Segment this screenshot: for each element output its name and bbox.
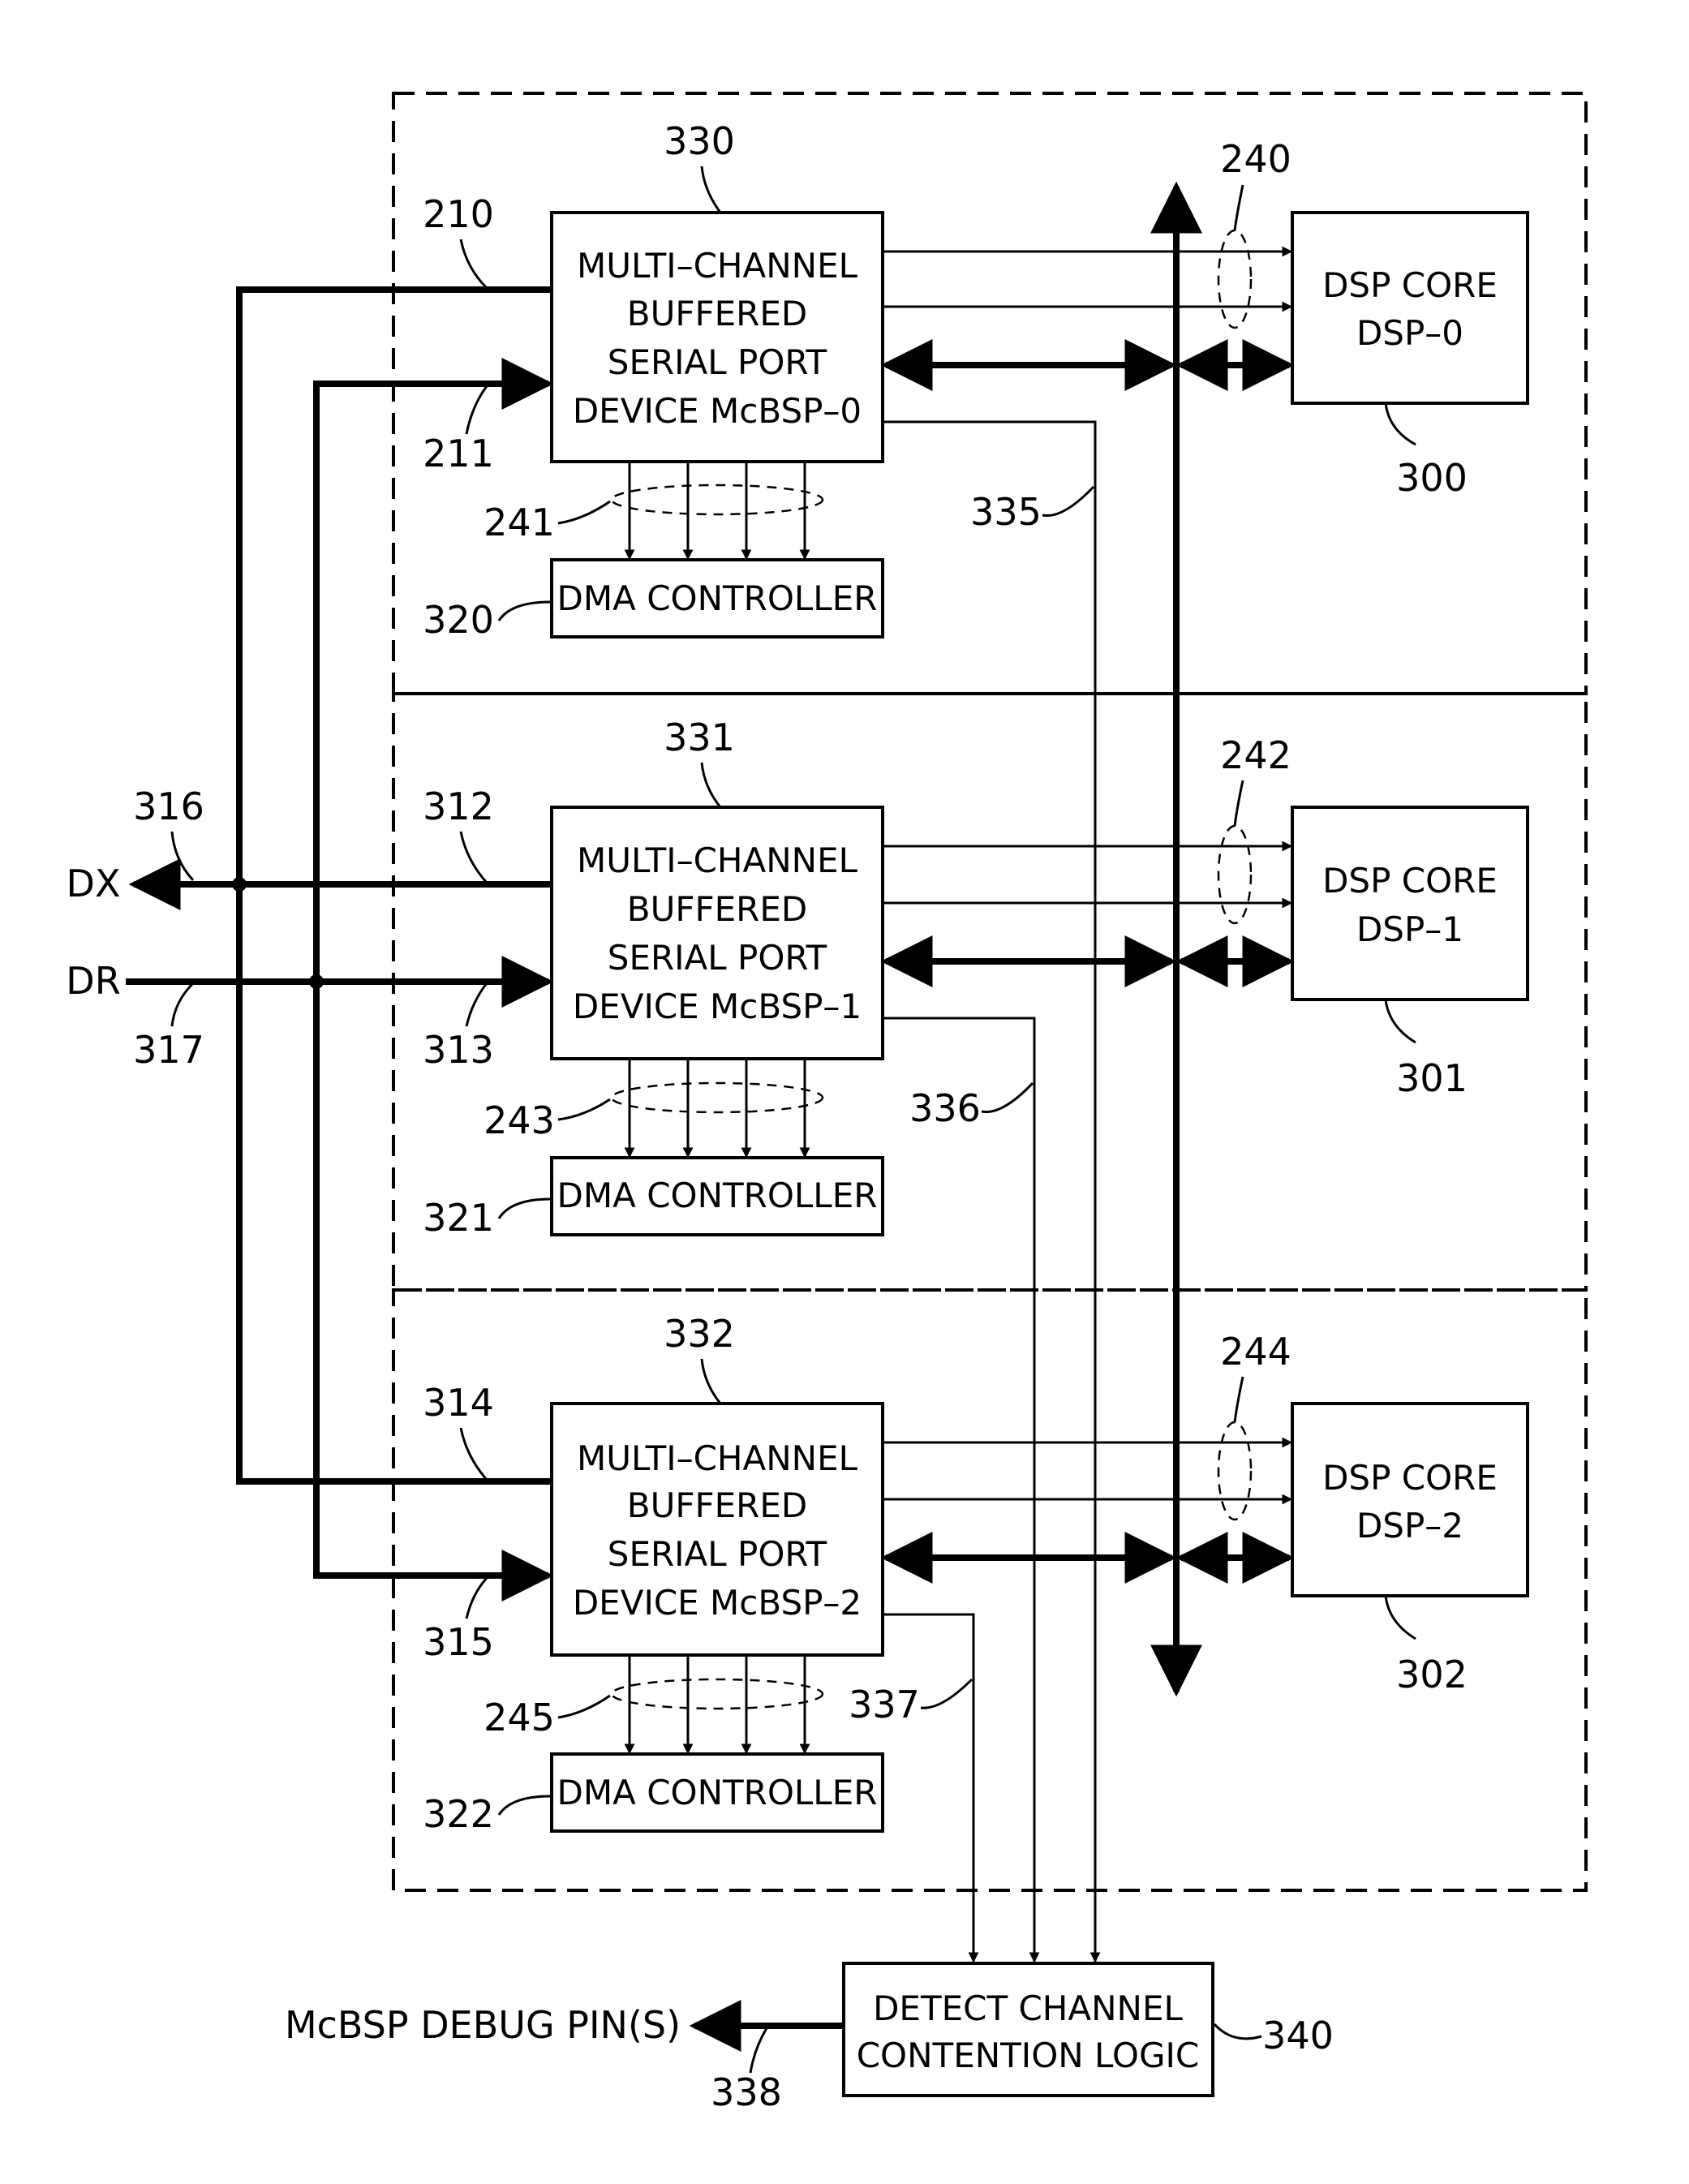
dma-block-1: DMA CONTROLLER [552,1158,883,1235]
mcbsp-2-line-3: SERIAL PORT [608,1534,827,1574]
dma-0-label: DMA CONTROLLER [557,578,878,618]
ref-335: 335 [970,490,1042,534]
dsp-0-line-1: DSP CORE [1322,265,1498,305]
mcbsp-0-line-1: MULTI–CHANNEL [577,246,858,286]
ref-315: 315 [423,1620,494,1664]
debug-pins-label: McBSP DEBUG PIN(S) [285,2003,681,2047]
dsp-1-line-2: DSP–1 [1356,909,1463,949]
dsp-block-0: DSP CORE DSP–0 [1292,213,1528,403]
mcbsp-0-line-2: BUFFERED [627,294,807,333]
ref-332: 332 [664,1312,735,1356]
ref-331: 331 [664,716,735,759]
mcbsp-0-line-4: DEVICE McBSP–0 [573,391,862,431]
ref-300: 300 [1396,456,1468,500]
dma-block-2: DMA CONTROLLER [552,1754,883,1831]
dx-label: DX [67,862,121,905]
ref-336: 336 [909,1086,981,1130]
mcbsp-0-line-3: SERIAL PORT [608,342,827,382]
ref-330: 330 [664,119,735,163]
ref-317: 317 [133,1028,204,1072]
mcbsp-block-2: MULTI–CHANNEL BUFFERED SERIAL PORT DEVIC… [552,1404,883,1655]
ref-301: 301 [1396,1056,1468,1100]
ref-340: 340 [1262,2014,1334,2057]
ref-244: 244 [1220,1330,1291,1374]
detect-line-2: CONTENTION LOGIC [857,2036,1200,2075]
ref-242: 242 [1220,733,1291,777]
ref-241: 241 [483,501,555,544]
ref-240: 240 [1220,137,1291,181]
ref-211: 211 [423,432,494,475]
ref-312: 312 [423,785,494,828]
ref-302: 302 [1396,1653,1468,1696]
dsp-2-line-2: DSP–2 [1356,1506,1463,1546]
ref-320: 320 [423,598,494,642]
mcbsp-1-line-3: SERIAL PORT [608,938,827,978]
dsp-1-line-1: DSP CORE [1322,861,1498,901]
ref-314: 314 [423,1381,494,1425]
mcbsp-1-line-1: MULTI–CHANNEL [577,840,858,880]
ref-313: 313 [423,1028,494,1072]
dr-label: DR [66,959,120,1003]
mcbsp-1-line-2: BUFFERED [627,889,807,929]
dma-2-label: DMA CONTROLLER [557,1773,878,1812]
detect-line-1: DETECT CHANNEL [873,1988,1183,2028]
dsp-0-line-2: DSP–0 [1356,313,1463,353]
mcbsp-2-line-4: DEVICE McBSP–2 [573,1583,862,1623]
ref-316: 316 [133,785,204,828]
ref-243: 243 [483,1098,555,1142]
ref-245: 245 [483,1696,555,1739]
ref-210: 210 [423,192,494,236]
dma-1-label: DMA CONTROLLER [557,1176,878,1215]
ref-321: 321 [423,1196,494,1240]
dsp-2-line-1: DSP CORE [1322,1458,1498,1498]
dsp-block-1: DSP CORE DSP–1 [1292,807,1528,1000]
mcbsp-block-0: MULTI–CHANNEL BUFFERED SERIAL PORT DEVIC… [552,213,883,462]
dma-block-0: DMA CONTROLLER [552,560,883,637]
ref-322: 322 [423,1792,494,1836]
ref-338: 338 [711,2070,782,2114]
detect-contention-block: DETECT CHANNEL CONTENTION LOGIC [844,1963,1213,2096]
mcbsp-2-line-2: BUFFERED [627,1485,807,1525]
ref-337: 337 [849,1683,920,1726]
mcbsp-2-line-1: MULTI–CHANNEL [577,1438,858,1478]
mcbsp-1-line-4: DEVICE McBSP–1 [573,987,862,1026]
dsp-block-2: DSP CORE DSP–2 [1292,1404,1528,1596]
mcbsp-block-1: MULTI–CHANNEL BUFFERED SERIAL PORT DEVIC… [552,807,883,1059]
